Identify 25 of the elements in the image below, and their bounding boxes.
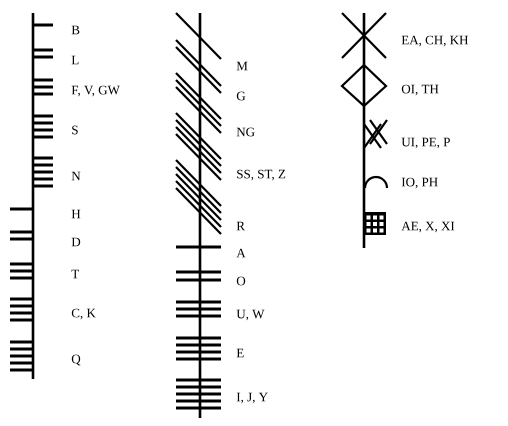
letter-label: T [72,270,80,278]
letter-label: Q [72,354,80,366]
letter-label: F, V, GW [72,86,120,96]
letter-label: S [72,126,78,134]
letter-label: IO, PH [402,178,438,188]
letter-label: L [72,56,78,64]
letter-label: C, K [72,308,96,320]
letter-label: R [236,222,245,230]
letter-label: B [72,26,80,34]
letter-label: G [236,92,246,100]
letter-label: H [72,210,80,218]
letter-label: M [236,62,248,70]
letter-label: OI, TH [402,84,438,96]
letter-label: UI, PE, P [402,138,450,148]
letter-label: E [236,348,244,358]
letter-label: AE, X, XI [401,222,454,232]
letter-label: I, J, Y [236,392,268,404]
letter-label: NG [236,128,255,136]
letter-label: A [236,248,246,258]
letter-label: EA, CH, KH [402,36,468,46]
letter-label: D [72,238,80,246]
letter-label: SS, ST, Z [237,170,286,180]
letter-label: U, W [236,310,264,320]
letter-label: N [72,172,80,180]
letter-label: O [236,276,246,286]
